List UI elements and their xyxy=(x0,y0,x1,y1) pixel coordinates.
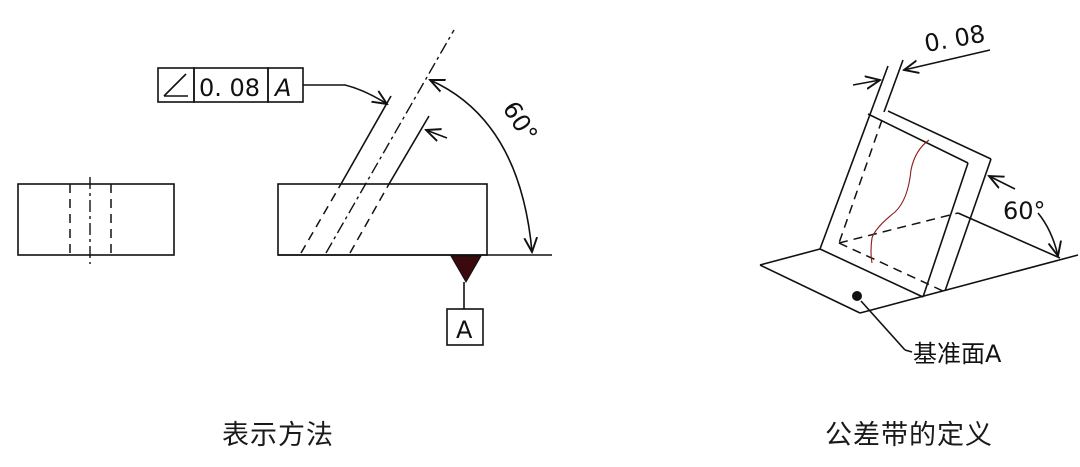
leader-arrow-icon xyxy=(303,84,387,104)
plate-arrow-icon xyxy=(989,176,1016,190)
angle-arc-right xyxy=(1037,212,1058,256)
feature-control-frame: 0. 08 A xyxy=(157,67,387,104)
width-arrow-left-icon xyxy=(852,80,880,85)
front-view-block xyxy=(277,29,552,256)
right-angle-label: 60° xyxy=(1003,197,1046,225)
datum-plane-label: 基准面A xyxy=(913,340,1002,368)
width-arrow-right-icon xyxy=(904,49,991,70)
datum-plane xyxy=(759,248,1079,353)
surface-arrow-icon xyxy=(426,130,448,138)
fcf-datum-reference: A xyxy=(273,74,291,102)
datum-point-icon xyxy=(852,291,862,301)
angularity-symbol-icon xyxy=(163,73,188,97)
actual-surface-curve xyxy=(870,139,930,264)
right-caption: 公差带的定义 xyxy=(825,420,993,451)
left-angle-label: 60° xyxy=(497,96,543,147)
datum-letter: A xyxy=(456,316,473,344)
fcf-tolerance-value: 0. 08 xyxy=(199,74,260,102)
side-view-block xyxy=(17,177,175,264)
angle-arc-left xyxy=(430,80,532,252)
tolerance-zone-planes xyxy=(819,59,1061,298)
datum-feature-symbol: A xyxy=(446,255,484,346)
datum-triangle-icon xyxy=(450,255,482,284)
left-caption: 表示方法 xyxy=(222,420,334,451)
